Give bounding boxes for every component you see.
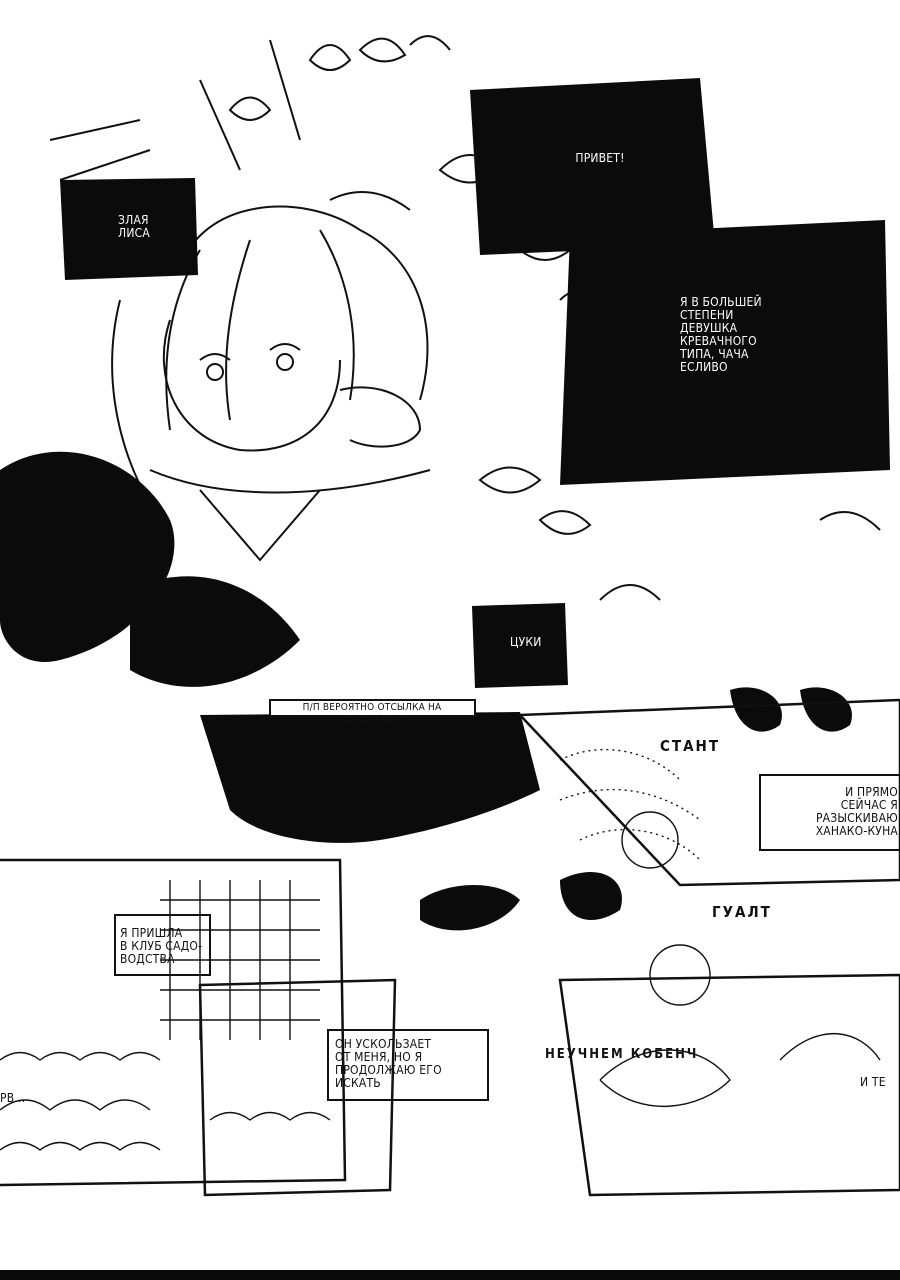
page-bottom-bar — [0, 1270, 900, 1280]
came-to-club-caption: Я ПРИШЛА В КЛУБ САДО- ВОДСТВА — [120, 926, 203, 966]
hurry-sfx: НЕУЧНЕМ КОБЕНЧ — [545, 1047, 699, 1062]
greeting-caption: ПРИВЕТ! — [575, 151, 625, 165]
fragment-left-caption: РВ... — [0, 1091, 26, 1105]
pokemon-translator-note: П/П ВЕРОЯТНО ОТСЫЛКА НА ПОКЕМОНОВ — [302, 702, 442, 725]
cool-girl-caption: Я В БОЛЬШЕЙ СТЕПЕНИ ДЕВУШКА КРЕВАЧНОГО Т… — [680, 295, 762, 374]
gwald-sfx: ГУАЛТ — [712, 903, 772, 921]
stomp-sfx: СТАНТ — [660, 737, 721, 755]
tsukiki-caption: ЦУКИ — [510, 635, 542, 649]
slips-away-caption: ОН УСКОЛЬЗАЕТ ОТ МЕНЯ, НО Я ПРОДОЛЖАЮ ЕГ… — [335, 1037, 442, 1090]
fragment-right-caption: И ТЕ — [860, 1075, 886, 1089]
fox-caption: ЗЛАЯ ЛИСА — [118, 213, 150, 240]
searching-caption: И ПРЯМО СЕЙЧАС Я РАЗЫСКИВАЮ ХАНАКО-КУНА — [815, 785, 898, 838]
